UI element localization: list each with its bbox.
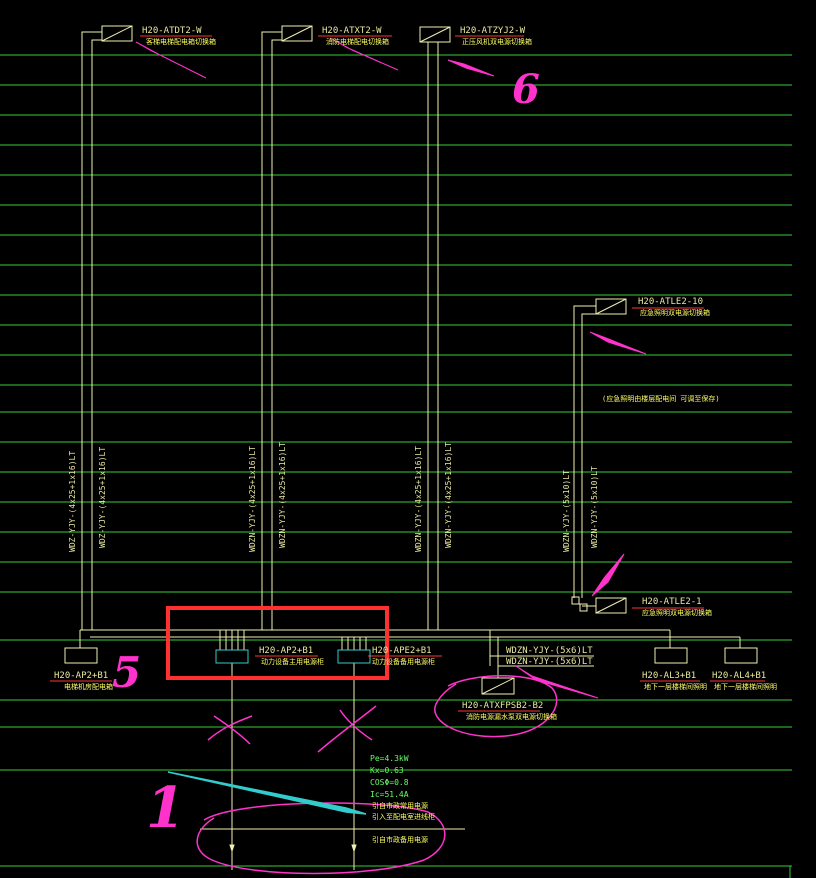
panel-desc-al4-b1: 地下一层楼梯间照明 [714, 683, 777, 691]
cable-label: WDZN-YJY-(4x25+1x16)LT [278, 442, 287, 548]
panel-desc-atxfpsb2: 消防电源漏水泵双电源切换箱 [466, 713, 557, 721]
panel-desc-ap2-b1-left: 电梯机房配电箱 [64, 683, 113, 691]
calc-kx: Kx=0.63 [370, 766, 404, 775]
panel-code-ap2-b1-left: H20-AP2+B1 [54, 671, 109, 681]
cable-label: WDZN-YJY-(4x25+1x16)LT [444, 442, 453, 548]
calc-ic: Ic=51.4A [370, 790, 409, 799]
cable-label-horizontal: WDZN-YJY-(5x6)LT [506, 657, 593, 667]
panel-code-atzyj2: H20-ATZYJ2-W [460, 26, 526, 36]
highlight-box [166, 606, 389, 680]
cyan-arrow [167, 771, 367, 815]
cable-label: WDZN-YJY-(4x25+1x16)LT [248, 446, 257, 552]
panel-desc-al3-b1: 地下一层楼梯间照明 [644, 683, 707, 691]
panel-code-atxfpsb2: H20-ATXFPSB2-B2 [462, 701, 544, 711]
calc-cos: COSΦ=0.8 [370, 778, 409, 787]
panel-code-al4-b1: H20-AL4+B1 [712, 671, 767, 681]
label-underlines [50, 35, 765, 712]
main-bus [64, 629, 758, 870]
vertical-risers [81, 31, 596, 630]
emergency-lighting-note: (应急照明由楼层配电间 可调至保存) [602, 395, 720, 403]
panel-code-atdt2: H20-ATDT2-W [142, 26, 202, 36]
panel-desc-atxt2: 消防电梯配电切换箱 [326, 38, 389, 46]
cable-label: WDZ-YJY-(4x25+1x16)LT [68, 450, 77, 552]
panel-desc-atle2-10: 应急照明双电源切换箱 [640, 309, 710, 317]
panel-code-atle2-1: H20-ATLE2-1 [642, 597, 702, 607]
annotation-six: 6 [512, 66, 540, 113]
cable-label: WDZN-YJY-(5x10)LT [562, 470, 571, 552]
panel-desc-atle2-1: 应急照明双电源切换箱 [642, 609, 712, 617]
calc-pe: Pe=4.3kW [370, 754, 409, 763]
annotation-five: 5 [112, 648, 142, 697]
annotation-one: 1 [146, 775, 185, 841]
panel-code-atle2-10: H20-ATLE2-10 [638, 297, 704, 307]
switchgear-boxes [215, 649, 371, 664]
panel-code-al3-b1: H20-AL3+B1 [642, 671, 697, 681]
cable-label: WDZN-YJY-(5x10)LT [590, 466, 599, 548]
panel-desc-ap2-b1: 动力设备主用电源柜 [261, 658, 324, 666]
cable-label: WDZN-YJY-(4x25+1x16)LT [414, 446, 423, 552]
panel-code-ape2-b1: H20-APE2+B1 [372, 646, 432, 656]
panel-desc-ape2-b1: 动力设备备用电源柜 [372, 658, 435, 666]
feeder-cross-marks [207, 705, 377, 753]
calc-note-incoming: 引入至配电室进线柜 [372, 813, 435, 821]
calc-note-backup: 引自市政备用电源 [372, 836, 428, 844]
panel-desc-atzyj2: 正压风机双电源切换箱 [462, 38, 532, 46]
panel-code-atxt2: H20-ATXT2-W [322, 26, 382, 36]
cable-label-horizontal: WDZN-YJY-(5x6)LT [506, 646, 593, 656]
calc-note-source: 引自市政常用电源 [372, 802, 428, 810]
panel-code-ap2-b1: H20-AP2+B1 [259, 646, 314, 656]
panel-symbols [101, 25, 627, 695]
floor-grid-lines [0, 54, 792, 878]
cable-label: WDZ-YJY-(4x25+1x16)LT [98, 446, 107, 548]
panel-desc-atdt2: 客梯电梯配电箱切换箱 [146, 38, 216, 46]
annotation-arrows [135, 37, 647, 699]
